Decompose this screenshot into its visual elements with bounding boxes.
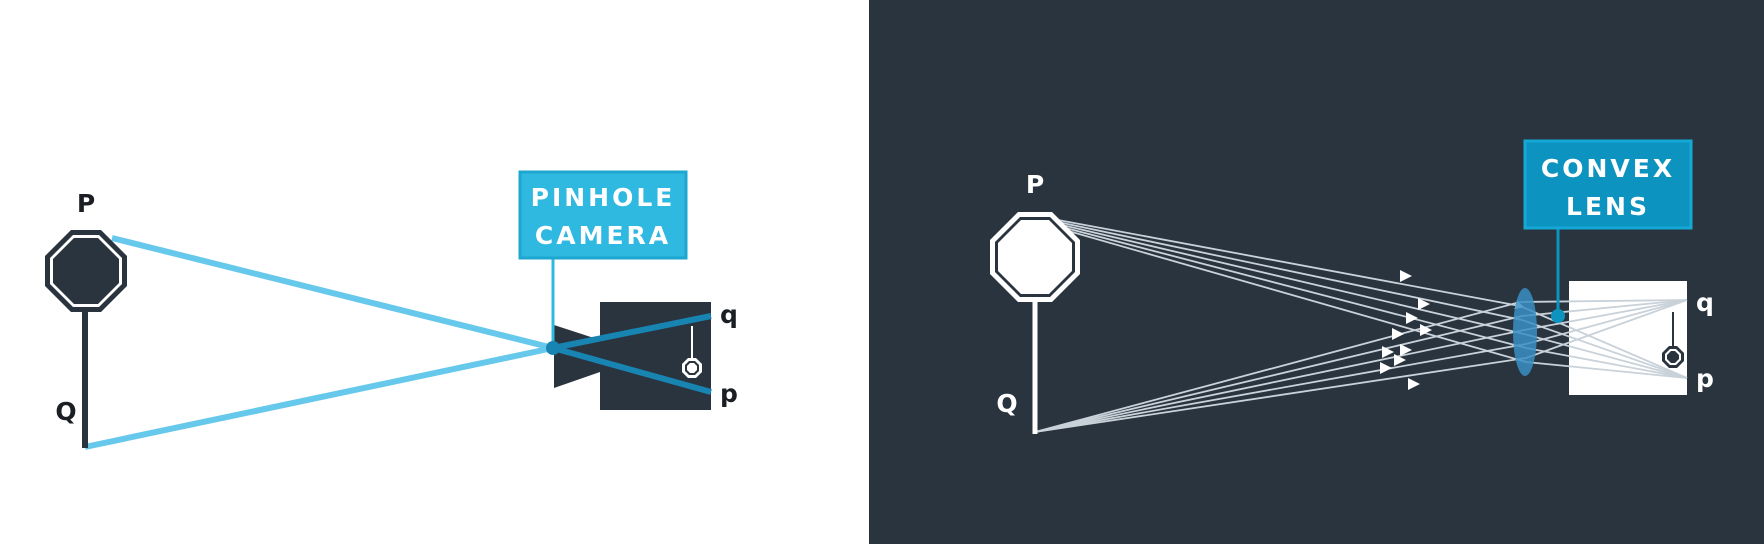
pinhole-dot [546, 341, 560, 355]
label-image-top: q [720, 300, 738, 329]
arrowhead-2 [1418, 298, 1430, 310]
pinhole-callout-line1: PINHOLE [531, 183, 676, 212]
image-sign-inner [1667, 351, 1679, 363]
arrowhead-6 [1392, 328, 1404, 340]
arrowhead-9 [1394, 354, 1406, 366]
left-panel-background [0, 0, 869, 544]
octagon-sign-icon [45, 230, 127, 448]
arrowhead-5 [1400, 344, 1412, 356]
sign-inner [53, 238, 119, 304]
label-image-top-right: q [1696, 288, 1714, 317]
pinhole-callout-box [518, 170, 688, 260]
label-object-top-right: P [1026, 170, 1044, 199]
label-image-bottom-right: p [1696, 364, 1714, 393]
arrowhead-10 [1408, 378, 1420, 390]
pinhole-callout-line2: CAMERA [535, 221, 671, 250]
arrowhead-4 [1420, 324, 1432, 336]
ray-inside-bottom [552, 345, 712, 395]
label-object-bottom: Q [55, 397, 76, 426]
image-plane-box [1569, 281, 1687, 395]
right-panel: CONVEX LENS P Q q p [869, 0, 1764, 544]
ray-bottom-to-pinhole [84, 345, 554, 450]
lens-callout-line2: LENS [1566, 192, 1650, 221]
label-object-top: P [77, 189, 95, 218]
ray-top-to-pinhole [111, 235, 554, 351]
octagon-sign-icon [990, 212, 1080, 434]
arrowhead-7 [1382, 346, 1394, 358]
arrowhead-1 [1400, 270, 1412, 282]
left-panel: PINHOLE CAMERA P Q q p [0, 0, 869, 544]
lens-dot [1551, 309, 1565, 323]
arrowhead-8 [1380, 362, 1392, 374]
sign-inner-right [998, 220, 1072, 294]
ray-inside-top [552, 313, 712, 351]
label-image-bottom: p [720, 379, 738, 408]
lens-icon [1513, 288, 1537, 376]
ray-arrowheads [1380, 270, 1432, 390]
lens-callout-line1: CONVEX [1541, 154, 1675, 183]
label-object-bottom-right: Q [996, 389, 1017, 418]
lens-callout-box [1523, 139, 1693, 230]
image-sign-icon [1662, 312, 1684, 368]
camera-image-sign-inner [687, 363, 697, 373]
arrowhead-3 [1406, 312, 1418, 324]
